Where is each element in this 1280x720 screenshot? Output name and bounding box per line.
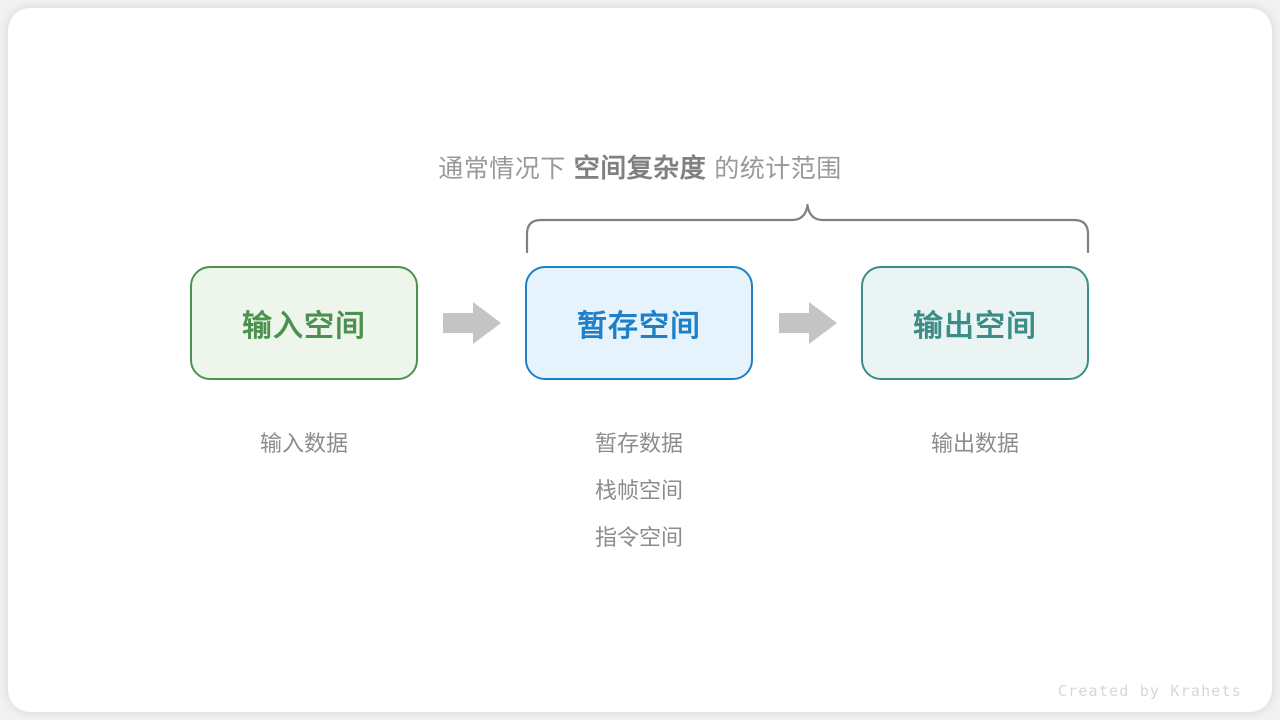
box-input-space-label: 输入空间	[242, 310, 366, 343]
sublist-input-space: 输入数据	[190, 420, 418, 467]
box-output-space-label: 输出空间	[913, 310, 1037, 343]
arrow-right-icon-2	[779, 302, 837, 344]
scope-caption-suffix: 的统计范围	[714, 155, 842, 183]
watermark: Created by Krahets	[1057, 682, 1242, 700]
flow-row: 输入空间 暂存空间 输出空间	[190, 266, 1090, 380]
arrow-right-icon-1	[443, 302, 501, 344]
box-output-space[interactable]: 输出空间	[861, 266, 1089, 380]
scope-brace-icon	[525, 203, 1090, 254]
sublist-item: 输出数据	[930, 431, 1019, 456]
sublist-item: 输入数据	[259, 431, 348, 456]
sublist-item: 栈帧空间	[594, 478, 683, 503]
sublist-temp-space: 暂存数据 栈帧空间 指令空间	[525, 420, 753, 561]
sublist-item: 指令空间	[594, 525, 683, 550]
box-temp-space-label: 暂存空间	[577, 310, 701, 343]
sublist-output-space: 输出数据	[861, 420, 1089, 467]
box-temp-space[interactable]: 暂存空间	[525, 266, 753, 380]
scope-caption-prefix: 通常情况下	[438, 155, 566, 183]
scope-caption-emphasis: 空间复杂度	[573, 153, 707, 183]
scope-caption: 通常情况下空间复杂度的统计范围	[0, 150, 1280, 187]
sublist-item: 暂存数据	[594, 431, 683, 456]
box-input-space[interactable]: 输入空间	[190, 266, 418, 380]
